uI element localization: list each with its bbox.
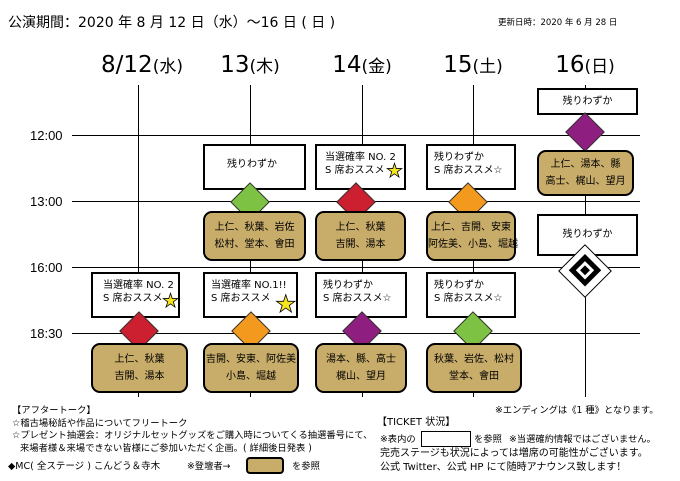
day-number: 16 [555,52,585,78]
cast-line: 小島、堀越 [226,371,276,382]
recommend-label: S 席おススメ [211,293,271,304]
ticket-line-2: 完売ステージも状況によっては増席の可能性がございます。 [380,448,648,459]
ending-diamond-inner [568,254,602,287]
cast-line: 上仁、秋葉、岩佐 [214,222,295,233]
day-of-week: (木) [249,57,280,77]
status-box-13-1830: 当選確率 NO.1!! S 席おススメ [203,272,298,318]
status-box-13-1300: 残りわずか [203,144,306,190]
time-label-1200: 12:00 [30,128,63,143]
after-talk-section: 【アフタートーク】 ☆稽古場秘話や作品についてフリートーク ☆プレゼント抽選会：… [12,405,372,455]
outline-star-icon: ☆ [493,293,503,304]
gridline-1200 [72,135,640,136]
day-header-13: 13(木) [195,52,305,78]
recommend-label: S 席おススメ [103,293,163,304]
status-label: 残りわずか [562,96,613,107]
cast-line: 高士、梶山、望月 [545,176,626,187]
time-label-1300: 13:00 [30,194,63,209]
status-box-15-1830: 残りわずか S 席おススメ☆ [426,272,516,318]
performers-see: を参照 [292,461,320,472]
time-label-1830: 18:30 [30,326,63,341]
status-box-14-1300: 当選確率 NO. 2 S 席おススメ [315,144,406,190]
day-number: 14 [332,52,362,78]
cast-line: 湯本、縣、高士 [326,354,396,365]
status-legend-swatch [421,431,471,447]
day-header-15: 15(土) [418,52,528,78]
day-header-14: 14(金) [307,52,417,78]
cast-box-14-1300: 上仁、秋葉 吉開、湯本 [315,211,406,261]
day-of-week: (土) [472,57,503,77]
vline-12 [138,85,139,397]
rate-label: 当選確率 NO.1!! [211,280,287,291]
few-left-label: 残りわずか [323,280,373,291]
cast-legend-swatch [246,457,284,474]
cast-box-15-1830: 秋葉、岩佐、松村 堂本、會田 [426,343,522,393]
cast-line: 上仁、秋葉 [114,354,165,365]
purple-diamond-icon [565,112,605,152]
cast-line: 吉開、安東、阿佐美 [206,354,296,365]
cast-box-13-1300: 上仁、秋葉、岩佐 松村、堂本、會田 [203,211,306,261]
few-left-label: 残りわずか [434,280,484,291]
outline-star-icon: ☆ [382,293,392,304]
day-of-week: (水) [152,57,183,77]
ending-diamond-core [575,261,595,280]
cast-line: 吉開、湯本 [335,239,386,250]
after-talk-title: 【アフタートーク】 [12,405,96,416]
updated-date: 更新日時：2020 年 6 月 28 日 [498,18,618,28]
cast-line: 吉開、湯本 [114,371,165,382]
cast-line: 阿佐美、小島、堀越 [428,239,518,250]
day-number: 13 [220,52,250,78]
cast-line: 松村、堂本、會田 [214,239,295,250]
cast-line: 梶山、望月 [336,371,386,382]
day-number: 8/12 [101,52,153,78]
ending-note: ※エンディングは《1 種》となります。 [495,405,659,416]
ticket-title: 【TICKET 状況】 [377,417,456,428]
rate-label: 当選確率 NO. 2 [103,280,174,291]
star-icon: ★ [162,290,180,313]
page-title: 公演期間：2020 年 8 月 12 日（水）～16 日 ( 日 ) [8,15,336,31]
ticket-line-1a: ※表内の [380,434,416,445]
status-label: 残りわずか [562,229,613,240]
cast-box-13-1830: 吉開、安東、阿佐美 小島、堀越 [203,343,299,393]
after-talk-line: ☆プレゼント抽選会：オリジナルセットグッズをご購入時についてくる抽選番号にて、 [12,430,373,441]
outline-star-icon: ☆ [493,165,503,176]
day-of-week: (日) [584,57,615,77]
ticket-line-3: 公式 Twitter、公式 HP にて随時アナウンス致します！ [380,462,627,473]
cast-line: 上仁、湯本、縣 [550,159,621,170]
cast-line: 堂本、會田 [449,371,499,382]
after-talk-line: 来場者様＆来場できない皆様にご参加いただく企画。( 詳細後日発表 ) [20,442,312,454]
day-header-12: 8/12(水) [87,52,197,78]
status-box-12-1830: 当選確率 NO. 2 S 席おススメ [91,272,180,318]
cast-box-15-1300: 上仁、吉開、安東 阿佐美、小島、堀越 [426,211,518,261]
performers-note: ※登壇者→ [187,461,231,472]
status-box-16-1200: 残りわずか [537,88,638,115]
recommend-label: S 席おススメ [325,165,385,176]
star-icon: ★ [275,290,297,319]
status-box-14-1830: 残りわずか S 席おススメ☆ [315,272,407,318]
ticket-line-1b: を参照 [474,434,502,445]
day-header-16: 16(日) [530,52,640,78]
status-box-15-1300: 残りわずか S 席おススメ☆ [426,144,516,190]
day-number: 15 [443,52,473,78]
few-left-label: 残りわずか [434,152,484,163]
ticket-line-1c: ※当選確約情報ではございません。 [509,434,656,445]
cast-box-14-1830: 湯本、縣、高士 梶山、望月 [315,343,407,393]
recommend-label: S 席おススメ [323,293,383,304]
ending-diamond-center [580,265,590,276]
status-label: 残りわずか [227,159,277,170]
cast-line: 上仁、吉開、安東 [431,222,511,233]
recommend-label: S 席おススメ [434,293,494,304]
mc-note: ◆MC( 全ステージ ) こんどう＆寺木 [8,461,161,472]
cast-line: 上仁、秋葉 [335,222,386,233]
cast-box-12-1830: 上仁、秋葉 吉開、湯本 [91,343,188,393]
recommend-label: S 席おススメ [434,165,494,176]
time-label-1600: 16:00 [30,260,63,275]
cast-box-16-1200: 上仁、湯本、縣 高士、梶山、望月 [537,150,634,196]
star-icon: ★ [386,160,404,183]
cast-line: 秋葉、岩佐、松村 [434,354,514,365]
day-of-week: (金) [361,57,392,77]
rate-label: 当選確率 NO. 2 [325,152,396,163]
gridline-1600 [72,267,640,268]
after-talk-line: ☆稽古場秘話や作品についてフリートーク [12,417,188,429]
